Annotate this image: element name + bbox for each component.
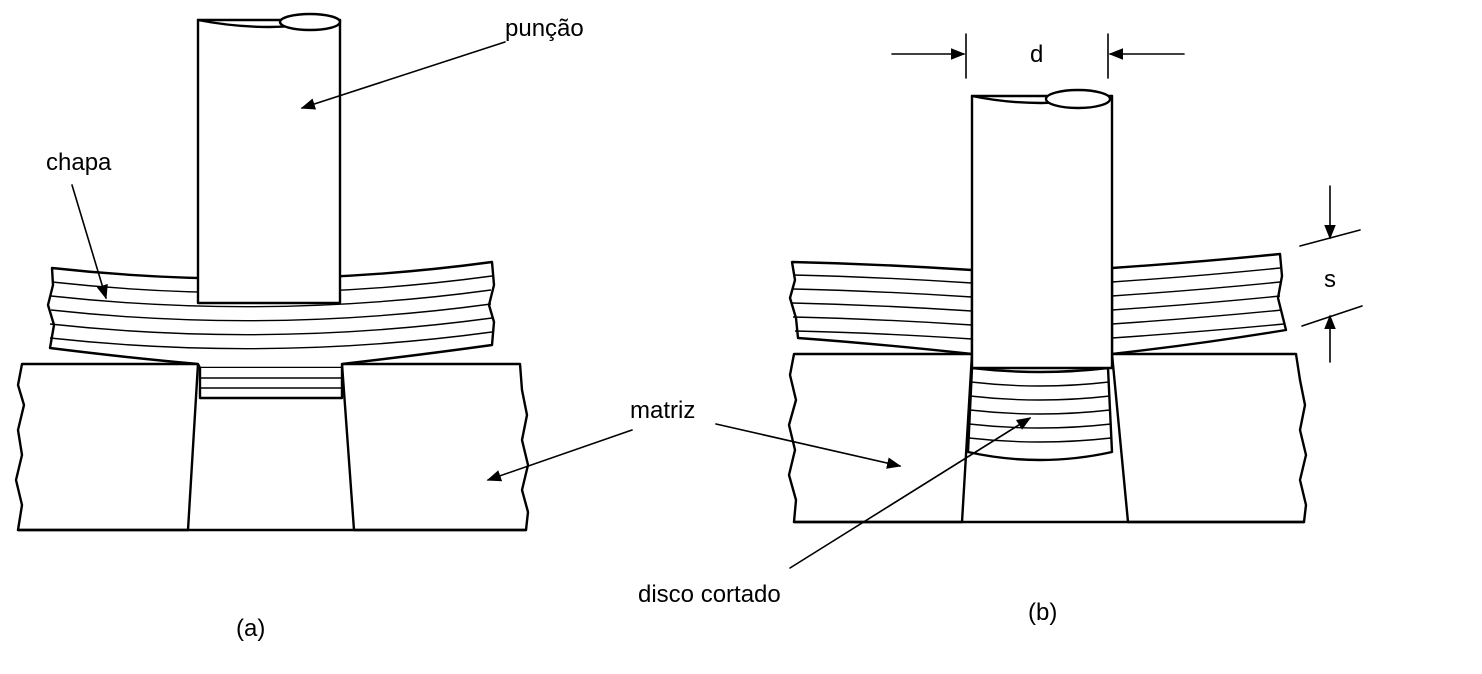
die-left-block-b: [787, 352, 974, 524]
die-right-block-a: [340, 362, 530, 532]
die-leader-b: [715, 423, 902, 469]
figure-b: [715, 33, 1363, 569]
punch-b: [970, 94, 1114, 370]
label-die: matriz: [630, 397, 695, 424]
sheet-bulge-a: [198, 366, 344, 400]
die-left-block-a: [14, 362, 200, 532]
label-punch: punção: [505, 15, 584, 42]
die-leader-a: [486, 429, 633, 482]
punch-top-face-a: [278, 12, 342, 32]
sheet-right-laminations-b: [1111, 267, 1285, 339]
caption-figure-b: (b): [1028, 599, 1057, 626]
punch-leader-a: [300, 41, 506, 110]
blank-leader-b: [789, 417, 1032, 569]
dimension-s-bottom-ext: [1301, 305, 1363, 327]
label-blank: disco cortado: [638, 581, 781, 608]
label-sheet: chapa: [46, 149, 112, 176]
label-diameter: d: [1030, 41, 1043, 68]
punch-a: [196, 18, 342, 305]
punch-top-face-b: [1044, 88, 1112, 110]
sheet-left-b: [788, 260, 974, 356]
sheet-left-laminations-b: [791, 274, 973, 340]
figure-a: [14, 12, 633, 532]
label-thickness: s: [1324, 266, 1336, 293]
cut-blank-laminations-b: [968, 381, 1112, 443]
caption-figure-a: (a): [236, 615, 265, 642]
sheet-leader-a: [71, 184, 108, 300]
die-right-block-b: [1110, 352, 1308, 524]
